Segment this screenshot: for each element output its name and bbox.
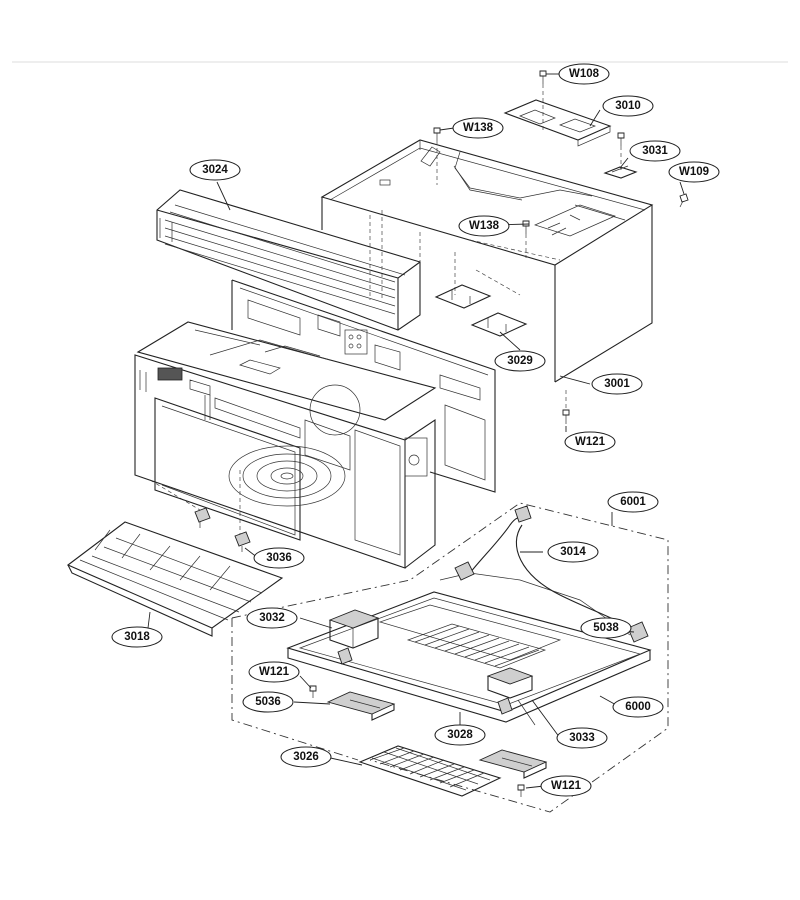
callout-3001: 3001 (591, 373, 643, 395)
callout-W108: W108 (558, 63, 610, 85)
callout-W121: W121 (540, 775, 592, 797)
base-assembly-6001-outline (231, 502, 669, 813)
callout-3032: 3032 (246, 607, 298, 629)
callout-3033: 3033 (556, 727, 608, 749)
front-frame (134, 354, 436, 569)
svg-text:3032: 3032 (259, 612, 285, 624)
bracket-lower-right (478, 749, 548, 779)
svg-text:3018: 3018 (124, 631, 150, 643)
svg-text:5036: 5036 (255, 696, 281, 708)
foot-3036 (194, 507, 251, 552)
callout-W138: W138 (458, 215, 510, 237)
grate (406, 623, 547, 669)
callout-6001: 6001 (607, 491, 659, 513)
svg-text:3026: 3026 (293, 751, 319, 763)
callout-3036: 3036 (253, 547, 305, 569)
wire-harness-3014 (454, 505, 649, 643)
callout-3031: 3031 (629, 140, 681, 162)
svg-text:6001: 6001 (620, 496, 646, 508)
svg-text:3010: 3010 (615, 100, 641, 112)
svg-text:3029: 3029 (507, 355, 533, 367)
callout-5036: 5036 (242, 691, 294, 713)
svg-text:5038: 5038 (593, 622, 619, 634)
svg-text:W121: W121 (259, 666, 290, 678)
front-grille-3024 (156, 189, 421, 331)
leader-lines (146, 73, 685, 789)
callout-3024: 3024 (189, 159, 241, 181)
svg-text:W138: W138 (463, 122, 494, 134)
hidden-assembly-lines (149, 84, 622, 540)
callouts: W108 3010 W138 3031 W109 3024 W138 3029 … (111, 63, 720, 797)
svg-text:3028: 3028 (447, 729, 473, 741)
callout-3014: 3014 (547, 541, 599, 563)
callout-3010: 3010 (602, 95, 654, 117)
grease-filter-3026 (358, 745, 502, 797)
callout-W109: W109 (668, 161, 720, 183)
top-plate-3010 (503, 99, 612, 147)
svg-text:W109: W109 (679, 166, 709, 178)
bracket-3029 (434, 284, 528, 337)
svg-text:3031: 3031 (642, 145, 668, 157)
callout-3026: 3026 (280, 746, 332, 768)
bracket-5036 (326, 691, 396, 721)
svg-text:3024: 3024 (202, 164, 228, 176)
callout-3018: 3018 (111, 626, 163, 648)
svg-text:W121: W121 (575, 436, 606, 448)
svg-text:W108: W108 (569, 68, 600, 80)
callout-W138: W138 (452, 117, 504, 139)
svg-text:W121: W121 (551, 780, 582, 792)
cavity-assembly (136, 279, 496, 493)
screws (309, 70, 689, 797)
svg-text:W138: W138 (469, 220, 500, 232)
callout-5038: 5038 (580, 617, 632, 639)
part-3033 (486, 667, 536, 726)
callout-3028: 3028 (434, 724, 486, 746)
svg-text:6000: 6000 (625, 701, 651, 713)
part-3032 (328, 609, 380, 665)
svg-text:3036: 3036 (266, 552, 292, 564)
svg-text:3001: 3001 (604, 378, 630, 390)
glass-tray-3018 (66, 521, 284, 637)
callout-3029: 3029 (494, 350, 546, 372)
svg-text:3014: 3014 (560, 546, 586, 558)
callout-W121: W121 (564, 431, 616, 453)
callout-W121: W121 (248, 661, 300, 683)
callout-6000: 6000 (612, 696, 664, 718)
bracket-3031 (603, 165, 638, 179)
svg-text:3033: 3033 (569, 732, 595, 744)
outer-case-3001 (320, 139, 654, 383)
